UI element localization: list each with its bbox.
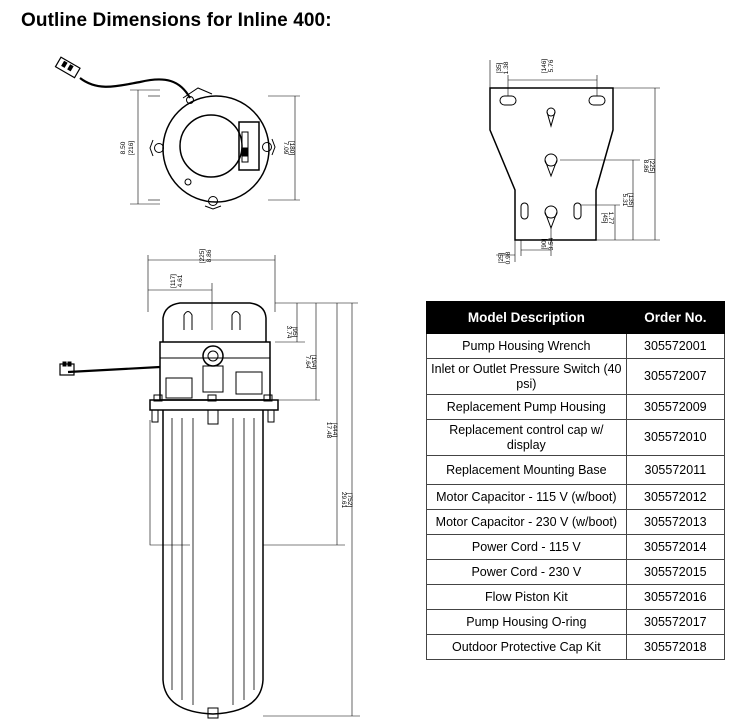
order-number: 305572015 [625,559,726,585]
table-row: Flow Piston Kit 305572016 [426,584,726,610]
dim-label: 1.77 [607,212,614,225]
table-row: Replacement Pump Housing 305572009 [426,394,726,420]
order-number: 305572001 [625,333,726,359]
top-view-dimensions: 8.50 [216] 7.09 [180] [120,141,295,156]
dim-label: 29.61 [340,492,347,509]
side-view-drawing [59,255,360,719]
dim-label: [194] [310,355,317,370]
dim-label: [95] [291,327,298,338]
top-view-drawing [54,56,300,210]
table-row: Inlet or Outlet Pressure Switch (40 psi)… [426,358,726,395]
table-row: Replacement Mounting Base 305572011 [426,455,726,485]
table-row: Replacement control cap w/ display 30557… [426,419,726,456]
dim-label: [146] [541,59,548,74]
dim-label: 8.50 [120,141,127,154]
table-row: Outdoor Protective Cap Kit 305572018 [426,634,726,660]
table-row: Power Cord - 115 V 305572014 [426,534,726,560]
page-title: Outline Dimensions for Inline 400: [21,10,332,31]
part-description: Flow Piston Kit [426,584,627,610]
order-number: 305572014 [625,534,726,560]
part-description: Pump Housing Wrench [426,333,627,359]
dim-label: [444] [331,423,338,438]
part-description: Pump Housing O-ring [426,609,627,635]
column-header-order-no: Order No. [625,301,726,334]
order-number: 305572012 [625,484,726,510]
dim-label: [216] [128,141,135,156]
dim-label: [117] [170,274,177,288]
table-row: Pump Housing O-ring 305572017 [426,609,726,635]
dim-label: 7.64 [304,356,311,369]
table-row: Motor Capacitor - 230 V (w/boot) 3055720… [426,509,726,535]
order-number: 305572009 [625,394,726,420]
dim-label: [90] [541,238,548,249]
order-number: 305572017 [625,609,726,635]
dim-label: [35] [496,62,503,73]
column-header-description: Model Description [426,301,627,334]
part-description: Motor Capacitor - 230 V (w/boot) [426,509,627,535]
part-description: Outdoor Protective Cap Kit [426,634,627,660]
dim-label: [752] [346,493,353,508]
order-number: 305572018 [625,634,726,660]
table-row: Motor Capacitor - 115 V (w/boot) 3055720… [426,484,726,510]
dim-label: 1.38 [503,61,510,74]
order-number: 305572010 [625,419,726,456]
mounting-bracket-drawing [489,60,660,262]
part-description: Replacement Mounting Base [426,455,627,485]
table-row: Pump Housing Wrench 305572001 [426,333,726,359]
dim-label: [225] [648,159,655,174]
dim-label: 17.48 [325,422,332,439]
part-description: Power Cord - 115 V [426,534,627,560]
dim-label: 4.61 [177,274,184,287]
dim-label: [135] [627,193,634,208]
dim-label: 3.54 [548,237,555,250]
dim-label: 3.74 [285,326,292,339]
dim-label: 7.09 [282,142,289,155]
part-description: Power Cord - 230 V [426,559,627,585]
dim-label: [25] [498,252,505,263]
dim-label: [225] [199,249,206,264]
order-number: 305572013 [625,509,726,535]
bracket-dimensions: 1.38 [35] 5.76 [146] 8.86 [225] 5.31 [13… [496,59,655,265]
table-row: Power Cord - 230 V 305572015 [426,559,726,585]
dim-label: 8.86 [642,160,649,173]
dim-label: 8.86 [206,249,213,262]
order-number: 305572011 [625,455,726,485]
order-number: 305572007 [625,358,726,395]
part-description: Replacement Pump Housing [426,394,627,420]
part-description: Replacement control cap w/ display [426,419,627,456]
dim-label: [45] [601,213,608,224]
order-number: 305572016 [625,584,726,610]
part-description: Inlet or Outlet Pressure Switch (40 psi) [426,358,627,395]
part-description: Motor Capacitor - 115 V (w/boot) [426,484,627,510]
dim-label: 5.76 [548,59,555,72]
side-view-dimensions: 8.86 [225] 4.61 [117] 3.74 [95] 7.64 [19… [170,249,353,509]
dim-label: 5.31 [621,194,628,207]
dim-label: [180] [288,141,295,156]
parts-table: Model Description Order No. Pump Housing… [426,301,726,660]
dim-label: 0.98 [505,251,512,264]
table-header-row: Model Description Order No. [426,301,726,334]
